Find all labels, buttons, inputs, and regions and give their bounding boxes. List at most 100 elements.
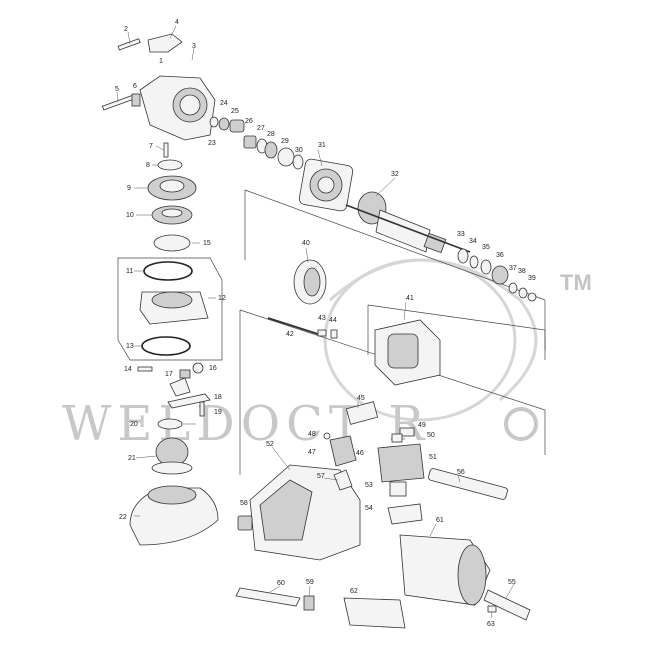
callout-45: 45 — [357, 395, 365, 402]
commutator — [423, 232, 447, 254]
clip-49 — [399, 427, 415, 437]
callout-56: 56 — [457, 469, 465, 476]
cord-guard-56 — [428, 468, 508, 500]
callout-22: 22 — [119, 514, 127, 521]
motor-group — [235, 259, 531, 629]
callout-30: 30 — [295, 147, 303, 154]
switch-53 — [389, 481, 407, 497]
callout-37: 37 — [509, 265, 517, 272]
callout-labels: 1 2 3 4 5 6 7 8 9 10 11 12 13 14 15 16 1… — [115, 19, 536, 628]
callout-49: 49 — [418, 422, 426, 429]
callout-44: 44 — [329, 317, 337, 324]
callout-41: 41 — [406, 295, 414, 302]
callout-58: 58 — [240, 500, 248, 507]
gear-36 — [491, 265, 509, 285]
washer-23 — [209, 116, 219, 128]
noise-suppressor-62 — [343, 597, 406, 629]
callout-47: 47 — [308, 449, 316, 456]
callout-43: 43 — [318, 315, 326, 322]
spring-59 — [303, 595, 315, 611]
bearing-33 — [457, 248, 469, 264]
callout-7: 7 — [149, 143, 153, 150]
callout-3: 3 — [192, 43, 196, 50]
callout-55: 55 — [508, 579, 516, 586]
callout-42: 42 — [286, 331, 294, 338]
callout-25: 25 — [231, 108, 239, 115]
ring-34 — [469, 255, 479, 269]
callout-16: 16 — [209, 365, 217, 372]
spring-17 — [179, 369, 191, 379]
callout-57: 57 — [317, 473, 325, 480]
clip-50 — [391, 433, 403, 443]
washer-39 — [527, 292, 537, 302]
spring-part — [131, 93, 141, 107]
callout-36: 36 — [496, 252, 504, 259]
bearing-25 — [229, 119, 245, 133]
callout-54: 54 — [365, 505, 373, 512]
callout-26: 26 — [245, 118, 253, 125]
callout-13: 13 — [126, 343, 134, 350]
shaft-group — [209, 116, 354, 212]
switch-51 — [377, 443, 425, 483]
ring-35 — [480, 259, 492, 275]
callout-5: 5 — [115, 86, 119, 93]
bearing-28 — [264, 141, 278, 159]
callout-4: 4 — [175, 19, 179, 26]
callout-15: 15 — [203, 240, 211, 247]
o-ring-11 — [143, 261, 193, 281]
leader-lines — [116, 25, 515, 619]
gear-housing-group — [101, 33, 219, 546]
washer-20 — [157, 418, 183, 430]
callout-59: 59 — [306, 579, 314, 586]
clip-44 — [330, 329, 338, 339]
callout-24: 24 — [220, 100, 228, 107]
callout-52: 52 — [266, 441, 274, 448]
callout-60: 60 — [277, 580, 285, 587]
callout-21: 21 — [128, 455, 136, 462]
clip-43 — [317, 329, 327, 337]
callout-23: 23 — [208, 140, 216, 147]
watermark-text: WELDOCT R — [62, 396, 430, 452]
callout-39: 39 — [528, 275, 536, 282]
callout-46: 46 — [356, 450, 364, 457]
screw-14 — [137, 366, 153, 372]
armature-core — [375, 209, 431, 253]
callout-27: 27 — [257, 125, 265, 132]
callout-2: 2 — [124, 26, 128, 33]
callout-62: 62 — [350, 588, 358, 595]
lever-54 — [387, 503, 423, 525]
label-45 — [345, 401, 379, 425]
group-frames — [117, 189, 546, 475]
callout-6: 6 — [133, 83, 137, 90]
callout-14: 14 — [124, 366, 132, 373]
plate-18 — [167, 393, 211, 409]
screw-48 — [323, 432, 331, 440]
callout-61: 61 — [436, 517, 444, 524]
callout-32: 32 — [391, 171, 399, 178]
button-58 — [237, 515, 253, 531]
pin-part — [117, 38, 141, 51]
ring-38 — [518, 287, 528, 299]
lever-part — [147, 33, 183, 53]
callout-17: 17 — [165, 371, 173, 378]
callout-34: 34 — [469, 238, 477, 245]
callout-29: 29 — [281, 138, 289, 145]
washer-8 — [157, 159, 183, 171]
washer-29 — [277, 147, 295, 167]
watermark-trademark: TM — [560, 270, 592, 295]
callout-31: 31 — [318, 142, 326, 149]
cord-55 — [483, 589, 531, 621]
ring-24 — [218, 117, 230, 131]
armature-shaft — [345, 204, 471, 253]
pin-7 — [163, 142, 169, 158]
callout-12: 12 — [218, 295, 226, 302]
callout-28: 28 — [267, 131, 275, 138]
callout-33: 33 — [457, 231, 465, 238]
callout-10: 10 — [126, 212, 134, 219]
spring-26 — [243, 135, 257, 149]
clip-57 — [333, 469, 353, 491]
callout-8: 8 — [146, 162, 150, 169]
nut-16 — [192, 362, 204, 374]
callout-35: 35 — [482, 244, 490, 251]
